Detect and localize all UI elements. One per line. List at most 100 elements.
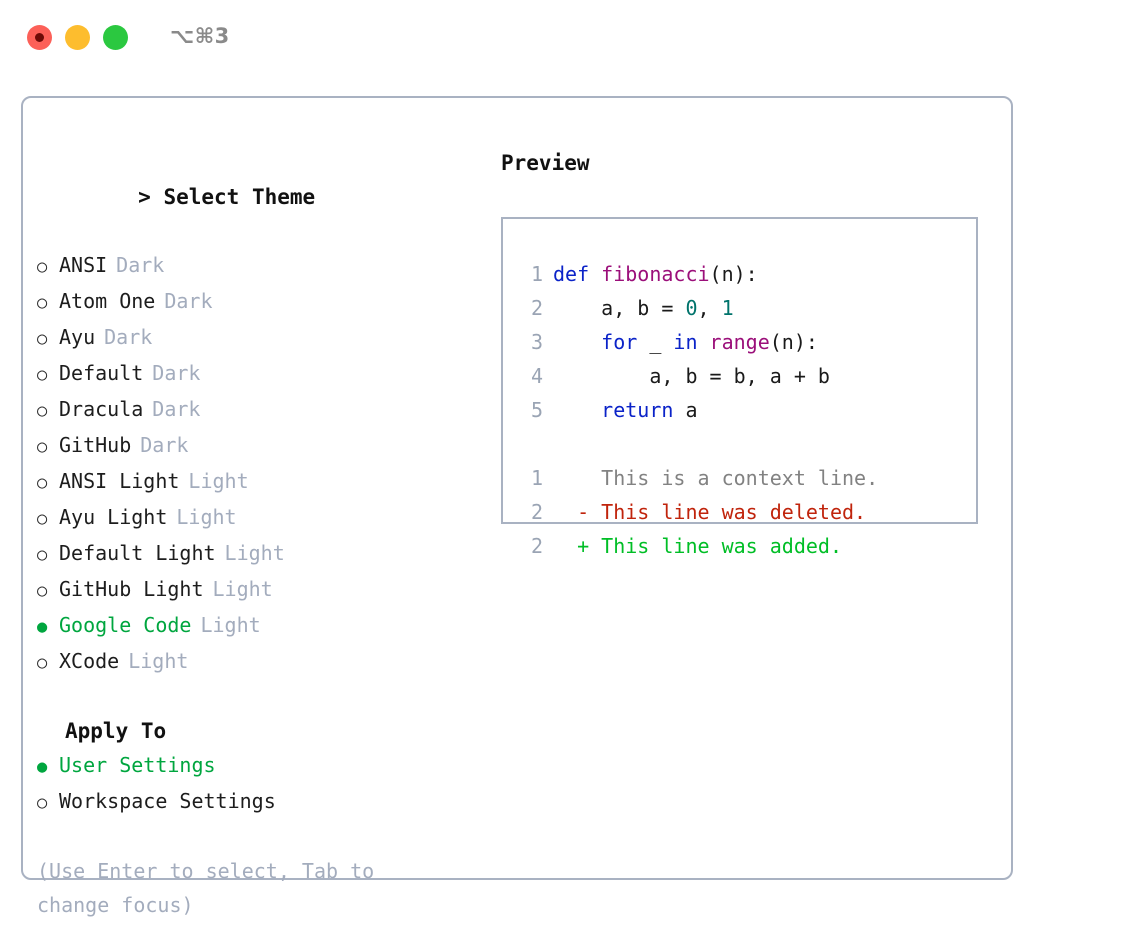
radio-unselected-icon: ○ [37,473,48,493]
code-token: (n): [709,262,758,286]
code-token: a, b = b, a + b [553,364,830,388]
theme-option-label: Google Code [59,613,192,637]
radio-selected-icon: ● [37,617,48,637]
theme-option-kind: Dark [140,433,189,457]
radio-unselected-icon: ○ [37,401,48,421]
theme-option-default-light[interactable]: ○ Default Light Light [37,536,477,572]
theme-option-default[interactable]: ○ Default Dark [37,356,477,392]
window-title: ⌥⌘3 [170,24,230,48]
apply-to-option-label: Workspace Settings [59,789,276,813]
code-token: 0 [685,296,698,320]
code-diff-gap [521,427,976,461]
theme-option-kind: Dark [164,289,213,313]
theme-option-google-code[interactable]: ● Google Code Light [37,608,477,644]
diff-line: 2 - This line was deleted. [521,495,976,529]
theme-option-kind: Light [212,577,273,601]
theme-option-label: Ayu [59,325,96,349]
theme-option-label: GitHub [59,433,132,457]
theme-option-kind: Light [188,469,249,493]
code-line: 2 a, b = 0, 1 [521,291,976,325]
apply-to-option-workspace-settings[interactable]: ○Workspace Settings [37,784,477,820]
line-number: 2 [530,534,543,558]
title-bar: ⌥⌘3 [0,0,1140,76]
radio-unselected-icon: ○ [37,329,48,349]
theme-option-label: Atom One [59,289,156,313]
code-line: 4 a, b = b, a + b [521,359,976,393]
code-token: return [553,398,686,422]
preview-header: Preview [501,151,590,175]
theme-option-kind: Dark [116,253,165,277]
list-spacer [37,680,477,714]
line-number: 2 [530,296,543,320]
theme-option-kind: Light [176,505,237,529]
select-theme-header-label: Select Theme [163,185,316,209]
code-token: in [673,330,710,354]
theme-option-kind: Dark [152,397,201,421]
code-token: for [553,330,650,354]
code-token: def [553,262,602,286]
theme-option-kind: Light [128,649,189,673]
radio-unselected-icon: ○ [37,509,48,529]
theme-option-kind: Light [224,541,285,565]
line-number: 3 [530,330,543,354]
code-token: _ [649,330,674,354]
maximize-button[interactable] [103,25,128,50]
radio-selected-icon: ● [37,757,48,777]
code-token: , [697,296,722,320]
code-token: (n): [769,330,818,354]
theme-option-kind: Light [200,613,261,637]
prompt-caret-icon: > [138,185,151,209]
code-token: 1 [721,296,734,320]
keyboard-hint: (Use Enter to select, Tab to change focu… [37,859,387,917]
code-line: 3 for _ in range(n): [521,325,976,359]
line-number: 1 [530,262,543,286]
select-theme-header: > Select Theme [37,146,477,248]
theme-option-ayu-light[interactable]: ○ Ayu Light Light [37,500,477,536]
line-number: 1 [530,466,543,490]
theme-option-kind: Dark [152,361,201,385]
apply-to-header: Apply To [65,719,167,743]
theme-option-label: ANSI Light [59,469,180,493]
line-number: 4 [530,364,543,388]
apply-to-option-list: ● User Settings ○Workspace Settings [37,748,477,820]
apply-to-option-label: User Settings [59,753,216,777]
theme-option-ansi[interactable]: ○ ANSI Dark [37,248,477,284]
radio-unselected-icon: ○ [37,365,48,385]
theme-option-label: Ayu Light [59,505,168,529]
line-number: 2 [530,500,543,524]
theme-option-label: GitHub Light [59,577,204,601]
radio-unselected-icon: ○ [37,257,48,277]
theme-option-label: Dracula [59,397,144,421]
window-controls [27,25,128,50]
theme-option-xcode[interactable]: ○ XCode Light [37,644,477,680]
theme-option-atom-one[interactable]: ○ Atom One Dark [37,284,477,320]
diff-sample: 1 This is a context line.2 - This line w… [521,461,976,563]
close-button[interactable] [27,25,52,50]
radio-unselected-icon: ○ [37,545,48,565]
theme-option-label: Default Light [59,541,216,565]
line-number: 5 [530,398,543,422]
apply-to-option-user-settings[interactable]: ● User Settings [37,748,477,784]
diff-del-text: - This line was deleted. [553,500,867,524]
theme-option-dracula[interactable]: ○ Dracula Dark [37,392,477,428]
minimize-button[interactable] [65,25,90,50]
theme-option-ansi-light[interactable]: ○ ANSI Light Light [37,464,477,500]
radio-unselected-icon: ○ [37,653,48,673]
radio-unselected-icon: ○ [37,293,48,313]
theme-option-label: Default [59,361,144,385]
code-token: a, b = [553,296,686,320]
theme-option-label: XCode [59,649,120,673]
theme-option-label: ANSI [59,253,108,277]
code-token: range [709,330,770,354]
